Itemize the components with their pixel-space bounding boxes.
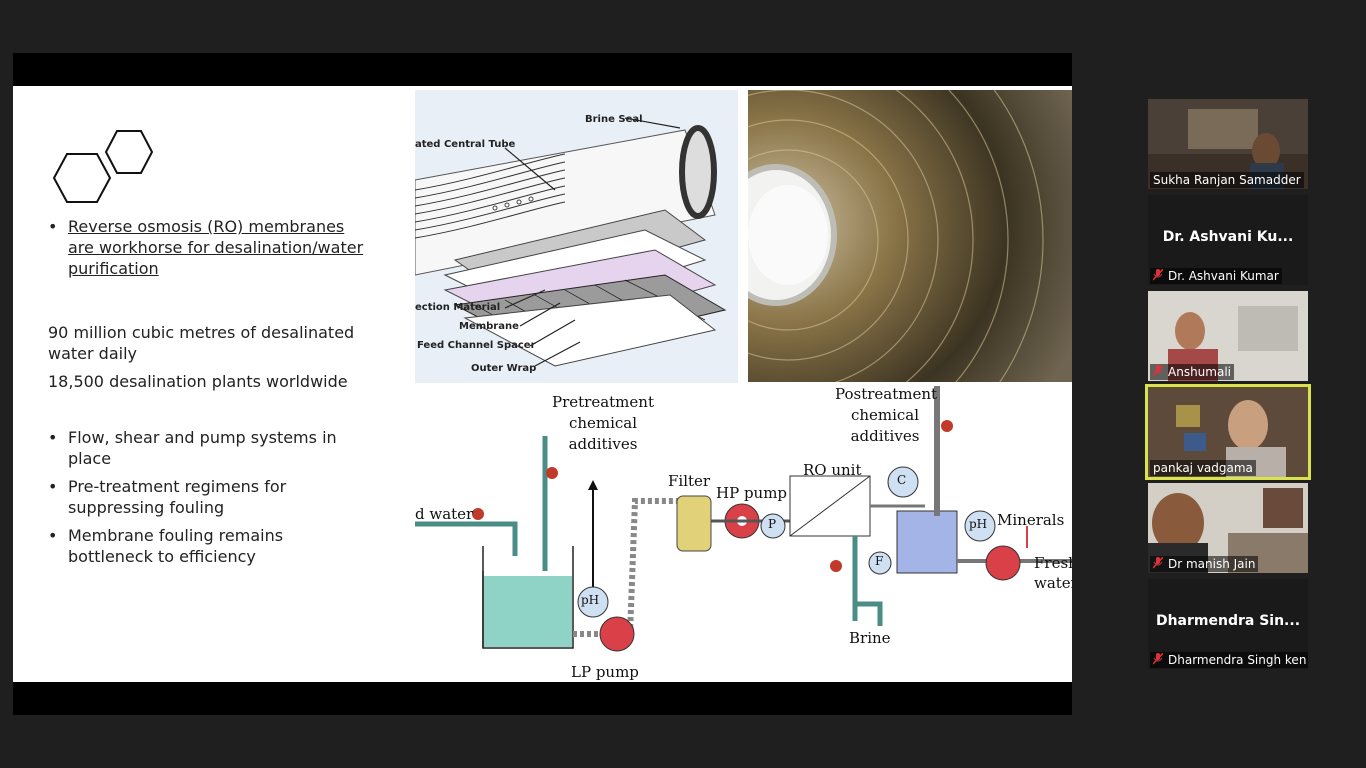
participant-display-name: Dharmendra Sin...	[1155, 613, 1301, 629]
label-outer-wrap: Outer Wrap	[471, 363, 537, 374]
bullet-flow-shear: •Flow, shear and pump systems in place	[48, 428, 337, 468]
label-postreatment: Postreatment chemical additives	[835, 386, 938, 445]
participant-name-label: Dharmendra Singh ken	[1150, 652, 1308, 668]
participant-name-label: Dr. Ashvani Kumar	[1150, 268, 1282, 284]
membrane-cutaway-diagram: Brine Seal ated Central Tube ection Mate…	[415, 90, 738, 383]
label-fresh: Fresh	[1034, 554, 1072, 572]
label-pretreatment: Pretreatment chemical additives	[552, 393, 654, 453]
participant-tile[interactable]: Sukha Ranjan Samadder	[1148, 99, 1308, 189]
label-minerals: Minerals	[997, 511, 1065, 529]
muted-mic-icon	[1153, 653, 1163, 665]
label-brine-seal: Brine Seal	[585, 114, 643, 125]
label-conductivity: C	[897, 473, 907, 487]
participant-display-name: Dr. Ashvani Ku...	[1162, 229, 1294, 245]
participant-name-label: Dr manish Jain	[1150, 556, 1259, 572]
muted-mic-icon	[1153, 365, 1163, 377]
bullet-ro-membranes: •Reverse osmosis (RO) membranes are work…	[48, 217, 364, 278]
muted-mic-icon	[1153, 557, 1163, 569]
label-hp-pump: HP pump	[716, 484, 788, 502]
participant-tile[interactable]: Dr. Ashvani Ku... Dr. Ashvani Kumar	[1148, 195, 1308, 285]
participant-name-label: Anshumali	[1150, 364, 1234, 380]
participant-tile[interactable]: Anshumali	[1148, 291, 1308, 381]
label-central-tube: ated Central Tube	[415, 139, 516, 150]
label-pressure-gauge: P	[768, 517, 777, 531]
label-ph-feed: pH	[581, 593, 600, 607]
label-lp-pump: LP pump	[571, 663, 639, 681]
label-feed-water: d water	[415, 505, 474, 523]
label-ph-product: pH	[969, 517, 988, 531]
participant-tile[interactable]: Dharmendra Sin... Dharmendra Singh ken	[1148, 579, 1308, 669]
stat-plants-worldwide: 18,500 desalination plants worldwide	[48, 372, 348, 391]
ro-process-diagram: Pretreatment chemical additives Postreat…	[415, 386, 1072, 682]
label-membrane: Membrane	[459, 321, 519, 332]
participant-name: Sukha Ranjan Samadder	[1150, 172, 1304, 188]
bullet-fouling: •Membrane fouling remains bottleneck to …	[48, 526, 284, 566]
label-filter: Filter	[668, 472, 711, 490]
label-brine: Brine	[849, 629, 891, 647]
fouled-membrane-photo	[748, 90, 1072, 382]
presentation-slide: •Reverse osmosis (RO) membranes are work…	[13, 86, 1072, 682]
label-flow: F	[875, 554, 884, 568]
participant-tile[interactable]: Dr manish Jain	[1148, 483, 1308, 573]
label-ro-unit: RO unit	[803, 461, 862, 479]
hexagon-decoration	[52, 130, 154, 203]
participant-tile-active-speaker[interactable]: pankaj vadgama	[1145, 384, 1311, 480]
label-collection-material: ection Material	[415, 302, 501, 313]
label-feed-channel-spacer: Feed Channel Spacer	[417, 340, 536, 351]
label-water: water	[1034, 574, 1072, 592]
participant-name: pankaj vadgama	[1150, 460, 1256, 476]
bullet-pretreatment: •Pre-treatment regimens for suppressing …	[48, 477, 287, 517]
stat-desalinated-volume: 90 million cubic metres of desalinated w…	[48, 323, 355, 363]
muted-mic-icon	[1153, 269, 1163, 281]
